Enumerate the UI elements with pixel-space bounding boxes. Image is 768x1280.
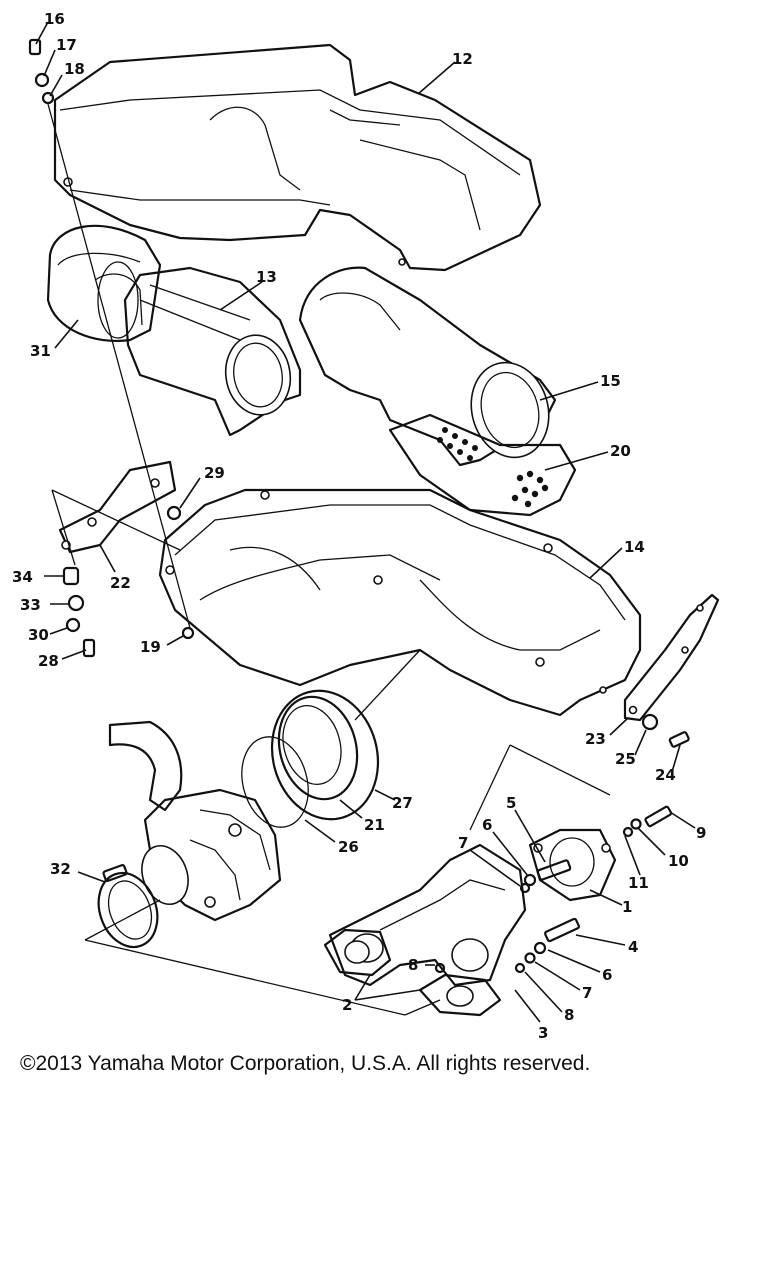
intake-joint-rubber [241, 689, 380, 828]
intake-manifold [328, 843, 527, 987]
callout-8a: 8 [408, 956, 418, 974]
callout-15: 15 [600, 372, 621, 390]
air-cleaner-case-lower [158, 488, 642, 717]
callout-31: 31 [30, 342, 51, 360]
callout-20: 20 [610, 442, 631, 460]
right-air-filter-element [298, 266, 557, 467]
copyright-notice: ©2013 Yamaha Motor Corporation, U.S.A. A… [20, 1052, 591, 1075]
hose-clamp [97, 864, 159, 949]
carburetor-assembly [108, 720, 282, 922]
callout-6b: 6 [602, 966, 612, 984]
callout-24: 24 [655, 766, 676, 784]
callout-19: 19 [140, 638, 161, 656]
callout-13: 13 [256, 268, 277, 286]
right-mounting-bracket [623, 593, 720, 722]
assembly-guide-lines [47, 103, 611, 1016]
callout-2: 2 [342, 996, 352, 1014]
callout-leaders [35, 21, 696, 1023]
filter-screen [388, 413, 577, 517]
callout-1: 1 [622, 898, 632, 916]
callout-28: 28 [38, 652, 59, 670]
callout-17: 17 [56, 36, 77, 54]
left-air-filter-element [123, 266, 302, 437]
callout-6a: 6 [482, 816, 492, 834]
callout-7a: 7 [458, 834, 468, 852]
callout-21: 21 [364, 816, 385, 834]
gaskets [323, 928, 502, 1017]
left-mounting-bracket [58, 460, 177, 554]
inlet-elbow-duct [46, 224, 162, 342]
callout-8b: 8 [564, 1006, 574, 1024]
air-cleaner-case-cover [53, 43, 542, 272]
callout-16: 16 [44, 10, 65, 28]
callout-3: 3 [538, 1024, 548, 1040]
callout-26: 26 [338, 838, 359, 856]
bolts-and-washers [434, 805, 673, 974]
reed-valve-flange [528, 828, 617, 902]
fasteners [28, 38, 690, 748]
callout-34: 34 [12, 568, 33, 586]
callout-22: 22 [110, 574, 131, 592]
callout-7b: 7 [582, 984, 592, 1002]
callout-23: 23 [585, 730, 606, 748]
callout-18: 18 [64, 60, 85, 78]
callout-27: 27 [392, 794, 413, 812]
callout-4: 4 [628, 938, 638, 956]
callout-11: 11 [628, 874, 649, 892]
callout-14: 14 [624, 538, 645, 556]
callout-labels: 16 17 18 12 13 31 15 20 29 22 14 34 33 3… [12, 10, 706, 1040]
callout-10: 10 [668, 852, 689, 870]
callout-33: 33 [20, 596, 41, 614]
callout-12: 12 [452, 50, 473, 68]
callout-30: 30 [28, 626, 49, 644]
exploded-parts-diagram: 16 17 18 12 13 31 15 20 29 22 14 34 33 3… [12, 10, 720, 1040]
callout-5: 5 [506, 794, 516, 812]
callout-25: 25 [615, 750, 636, 768]
callout-29: 29 [204, 464, 225, 482]
callout-32: 32 [50, 860, 71, 878]
callout-9: 9 [696, 824, 706, 842]
